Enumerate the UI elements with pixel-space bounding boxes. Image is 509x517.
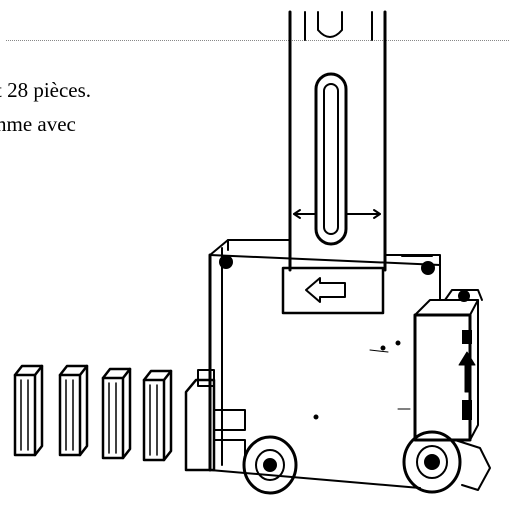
domino-block <box>101 367 132 460</box>
domino-block <box>142 369 173 462</box>
pusher-arm <box>184 369 246 472</box>
domino-block <box>13 364 44 457</box>
text-line-2: nme avec <box>0 112 76 136</box>
side-cartridge <box>413 289 483 442</box>
header-divider <box>6 40 509 41</box>
wheel-front-left <box>242 435 298 495</box>
domino-block <box>58 364 89 457</box>
text-fragment: t 28 pièces. nme avec <box>0 70 300 150</box>
domino-row <box>13 364 173 462</box>
text-line-1: t 28 pièces. <box>0 78 92 102</box>
guide-rail <box>288 10 387 272</box>
wheel-front-right <box>402 430 491 494</box>
